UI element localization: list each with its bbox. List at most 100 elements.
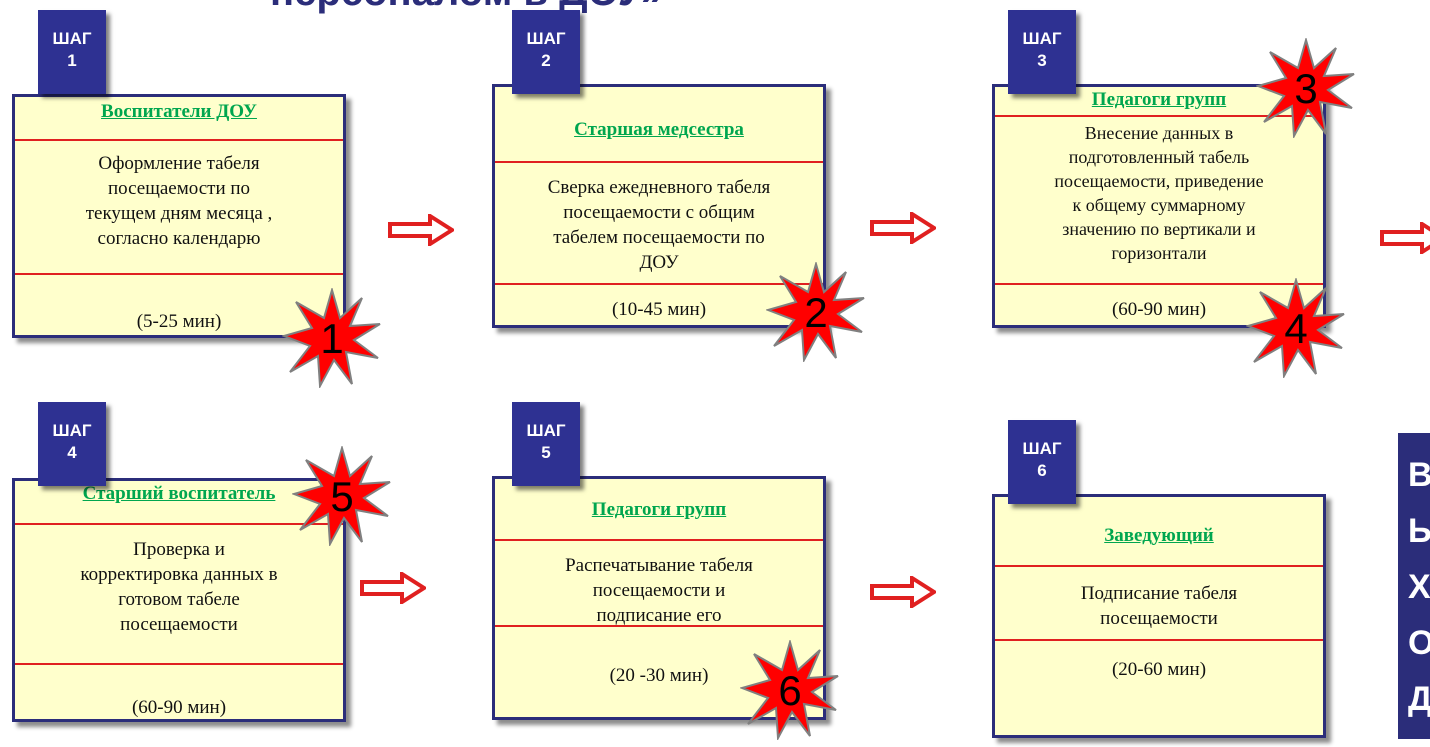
exit-label-box: В Ы Х О Д — [1398, 433, 1430, 739]
step-description: Проверка и корректировка данных в готово… — [25, 537, 333, 637]
description-line: Оформление табеля — [98, 153, 260, 174]
step-role: Педагоги групп — [1091, 89, 1227, 110]
description-line: Подписание табеля — [1080, 583, 1238, 604]
step-1-tab: ШАГ 1 — [38, 10, 106, 94]
description-line: согласно календарю — [97, 228, 261, 249]
description-line: к общему суммарному — [1072, 195, 1246, 215]
step-3-card: Педагоги групп Внесение данных в подгото… — [992, 84, 1326, 328]
burst-shape — [1244, 276, 1345, 380]
step-number: 5 — [541, 443, 551, 462]
step-time: (60-90 мин) — [1111, 299, 1207, 320]
description-line: Внесение данных в — [1084, 123, 1234, 143]
divider — [495, 625, 823, 627]
step-5-tab: ШАГ 5 — [512, 402, 580, 486]
description-line: Проверка и — [133, 539, 225, 560]
burst-shape — [738, 638, 839, 742]
burst-shape — [1254, 36, 1355, 140]
divider — [495, 161, 823, 163]
step-4-card: Старший воспитатель Проверка и корректир… — [12, 478, 346, 722]
right-arrow-icon — [870, 212, 936, 244]
step-number: 4 — [67, 443, 77, 462]
step-tab-word: ШАГ — [1022, 439, 1062, 458]
description-line: табелем посещаемости по — [553, 227, 765, 248]
burst-shape — [764, 260, 865, 364]
step-2-card: Старшая медсестра Сверка ежедневного таб… — [492, 84, 826, 328]
burst-shape — [280, 286, 381, 390]
description-line: посещаемости и — [592, 580, 726, 601]
divider — [15, 273, 343, 275]
step-3-tab: ШАГ 3 — [1008, 10, 1076, 94]
description-line: подготовленный табель — [1068, 147, 1250, 167]
step-4-tab: ШАГ 4 — [38, 402, 106, 486]
step-2-tab: ШАГ 2 — [512, 10, 580, 94]
step-time: (60-90 мин) — [131, 697, 227, 718]
right-arrow-icon — [1380, 222, 1430, 254]
step-5-burst: 6 — [738, 638, 840, 742]
step-role: Педагоги групп — [591, 499, 727, 520]
step-3-burst: 3 — [1254, 36, 1356, 140]
step-description: Распечатывание табеля посещаемости и под… — [505, 553, 813, 628]
description-line: Распечатывание табеля — [565, 555, 753, 576]
step-tab-word: ШАГ — [526, 421, 566, 440]
divider — [495, 283, 823, 285]
step-time: (20 -30 мин) — [609, 665, 709, 686]
burst-number: 6 — [778, 667, 802, 714]
step-description: Сверка ежедневного табеля посещаемости с… — [505, 175, 813, 275]
description-line: посещаемости с общим — [563, 202, 755, 223]
step-1-burst: 1 — [280, 286, 382, 390]
step-number: 6 — [1037, 461, 1047, 480]
burst-number: 1 — [320, 315, 344, 362]
step-role: Старший воспитатель — [82, 483, 276, 504]
description-line: значению по вертикали и — [1062, 219, 1256, 239]
description-line: готовом табеле — [118, 589, 240, 610]
burst-number: 2 — [804, 289, 828, 336]
description-line: посещаемости по — [107, 178, 251, 199]
step-6-card: Заведующий Подписание табеля посещаемост… — [992, 494, 1326, 738]
description-line: посещаемости — [120, 614, 238, 635]
step-description: Оформление табеля посещаемости по текуще… — [25, 151, 333, 251]
divider — [495, 539, 823, 541]
step-4-burst: 5 — [290, 444, 392, 548]
step-description: Подписание табеля посещаемости — [1005, 581, 1313, 631]
description-line: посещаемости, приведение — [1054, 171, 1264, 191]
description-line: посещаемости — [1100, 608, 1218, 629]
burst-shape — [290, 444, 391, 548]
step-time: (5-25 мин) — [136, 311, 222, 332]
step-role: Старшая медсестра — [574, 119, 744, 140]
description-line: текущем дням месяца , — [85, 203, 273, 224]
exit-letter: Х — [1408, 568, 1430, 606]
right-arrow-icon — [870, 576, 936, 608]
description-line: корректировка данных в — [80, 564, 278, 585]
divider — [15, 139, 343, 141]
step-1-card: Воспитатели ДОУ Оформление табеля посеща… — [12, 94, 346, 338]
burst-number: 3 — [1294, 65, 1318, 112]
step-6-tab: ШАГ 6 — [1008, 420, 1076, 504]
step-number: 2 — [541, 51, 551, 70]
step-role: Заведующий — [1104, 525, 1214, 546]
step-number: 1 — [67, 51, 77, 70]
step-role: Воспитатели ДОУ — [101, 101, 257, 122]
divider — [995, 283, 1323, 285]
divider — [15, 523, 343, 525]
step-3-burst-second: 4 — [1244, 276, 1346, 380]
step-2-burst: 2 — [764, 260, 866, 364]
right-arrow-icon — [360, 572, 426, 604]
burst-number: 4 — [1284, 305, 1308, 352]
step-tab-word: ШАГ — [526, 29, 566, 48]
step-tab-word: ШАГ — [52, 421, 92, 440]
divider — [15, 663, 343, 665]
description-line: горизонтали — [1111, 243, 1207, 263]
step-tab-word: ШАГ — [52, 29, 92, 48]
burst-number: 5 — [330, 473, 354, 520]
right-arrow-icon — [388, 214, 454, 246]
step-time: (20-60 мин) — [1111, 659, 1207, 680]
step-time: (10-45 мин) — [611, 299, 707, 320]
description-line: Сверка ежедневного табеля — [547, 177, 771, 198]
step-description: Внесение данных в подготовленный табель … — [1005, 121, 1313, 265]
step-tab-word: ШАГ — [1022, 29, 1062, 48]
divider — [995, 115, 1323, 117]
divider — [995, 565, 1323, 567]
exit-letter: Д — [1408, 680, 1430, 718]
exit-letter: В — [1408, 456, 1430, 494]
exit-letter: О — [1408, 624, 1430, 662]
